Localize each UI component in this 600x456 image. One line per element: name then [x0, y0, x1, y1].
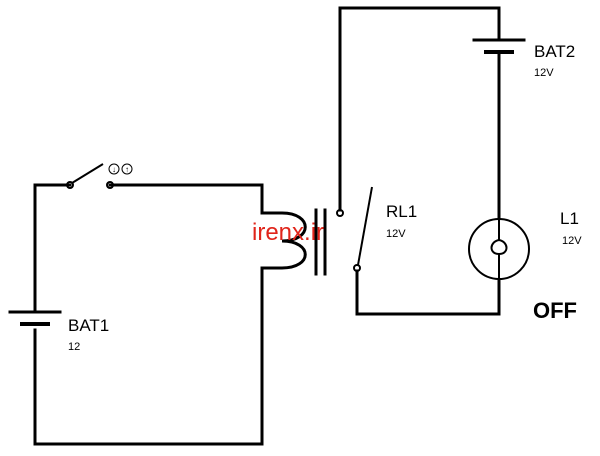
lamp-l1 — [468, 218, 530, 280]
bat1-name: BAT1 — [68, 316, 109, 335]
bat2-value: 12V — [534, 67, 554, 79]
lamp-name: L1 — [560, 209, 579, 228]
switch-up-icon[interactable]: ↑ — [121, 163, 133, 175]
watermark: irenx.ir — [252, 219, 324, 246]
switch-up-glyph: ↑ — [125, 165, 129, 174]
switch-down-glyph: ↓ — [112, 165, 116, 174]
right-loop-wire — [338, 6, 501, 316]
relay-coil — [260, 208, 327, 276]
left-loop-wire — [33, 183, 264, 446]
relay-contact — [336, 186, 373, 272]
battery-bat1 — [8, 310, 62, 326]
relay-name: RL1 — [386, 202, 417, 221]
switch-down-icon[interactable]: ↓ — [108, 163, 120, 175]
battery-bat2 — [472, 38, 526, 54]
lamp-value: 12V — [562, 235, 582, 247]
relay-value: 12V — [386, 228, 406, 240]
bat1-value: 12 — [68, 341, 80, 353]
bat2-name: BAT2 — [534, 42, 575, 61]
push-switch[interactable] — [66, 163, 114, 189]
lamp-state-label: OFF — [533, 298, 577, 323]
